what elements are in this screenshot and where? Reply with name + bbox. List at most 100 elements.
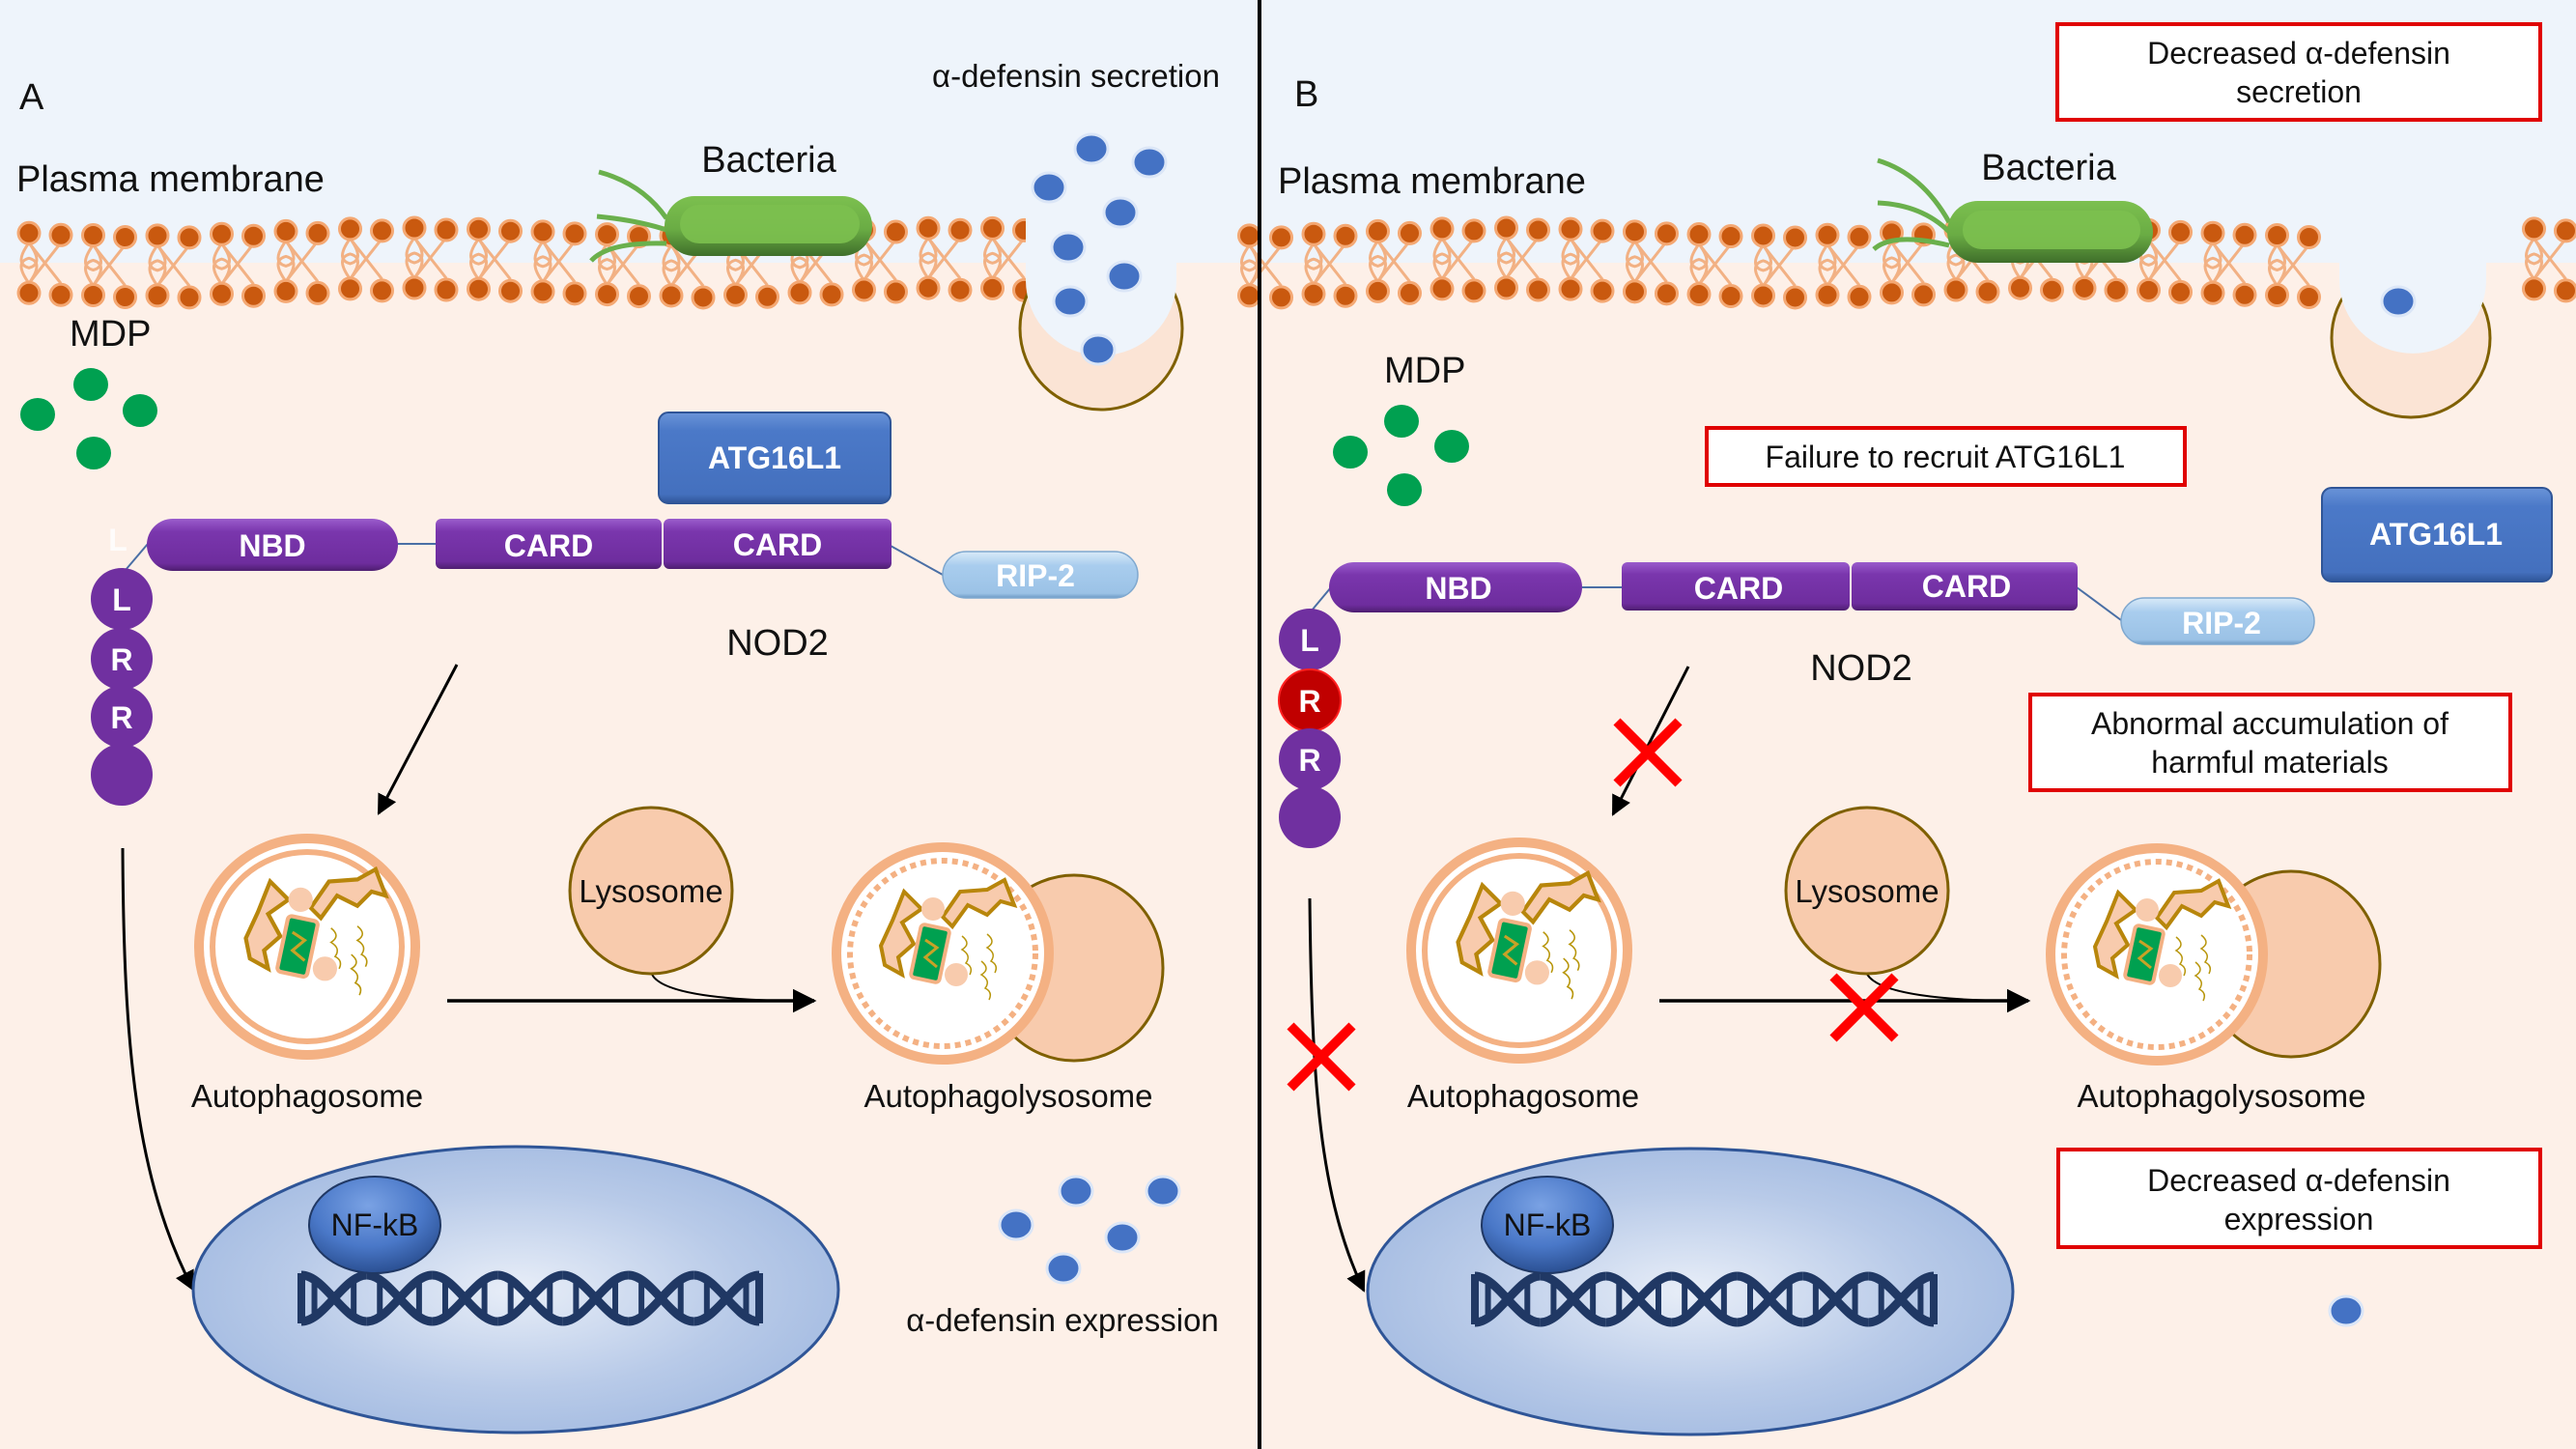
dna-strand — [627, 1270, 695, 1326]
lipid-tail — [2147, 239, 2182, 282]
lipid-head — [2554, 218, 2576, 243]
lipid-head — [1526, 217, 1550, 242]
lipid-head — [819, 282, 844, 307]
dna-strand — [431, 1270, 498, 1326]
card-domain-a1 — [436, 519, 662, 569]
vesicle-particle — [2136, 898, 2159, 922]
rna-strand — [2194, 961, 2206, 1002]
lrr-repeat — [91, 744, 153, 806]
lipid-head — [177, 285, 202, 310]
lipid-head — [530, 279, 555, 304]
lipid-tail — [349, 237, 383, 280]
lipid-head — [562, 221, 587, 246]
lipid-tail — [919, 237, 938, 265]
lipid-head — [1269, 285, 1293, 310]
lipid-head — [595, 282, 619, 307]
lipid-head — [2137, 277, 2161, 302]
linker-b3 — [1311, 586, 1332, 611]
lipid-head — [1398, 280, 1422, 305]
lysosome-a — [568, 806, 734, 976]
mdp-molecule — [73, 368, 108, 401]
lipid-head — [1366, 278, 1390, 303]
lipid-tail — [919, 251, 938, 280]
lipid-tail — [1569, 238, 1604, 281]
lipid-tail — [1369, 240, 1387, 268]
lipid-head — [1237, 223, 1261, 248]
atg16l1-label-b: ATG16L1 — [2369, 517, 2503, 552]
lipid-tail — [863, 239, 897, 281]
lipid-tail — [1762, 244, 1797, 287]
lipid-head — [723, 282, 748, 307]
lipid-head — [1494, 275, 1518, 300]
lipid-head — [467, 216, 491, 242]
lipid-head — [916, 215, 941, 241]
mdp-molecule — [1384, 405, 1419, 438]
lipid-head — [1975, 279, 2000, 304]
lipid-head — [2040, 277, 2064, 302]
lipid-tail — [533, 255, 552, 283]
nfkb-protein — [308, 1176, 441, 1274]
dna-strand — [693, 1270, 760, 1326]
lipid-head — [1686, 282, 1712, 307]
mitochondrion-crista — [1502, 934, 1520, 966]
callout-expression-line2: expression — [2224, 1202, 2374, 1236]
callout-decreased-secretion: Decreased α-defensin secretion — [2055, 22, 2542, 122]
lipid-tail — [1561, 252, 1580, 281]
nbd-domain-b — [1329, 562, 1582, 612]
lipid-head — [2232, 282, 2257, 307]
lipid-tail — [541, 240, 577, 283]
nucleus-b: NF-kB — [1366, 1147, 2015, 1436]
mitochondrion-crista — [290, 930, 308, 962]
panel-a: A Plasma membrane Bacteria α-defensin se… — [16, 58, 1220, 1435]
lipid-tail — [2203, 256, 2222, 285]
lipid-head — [2072, 275, 2097, 300]
lipid-head — [1301, 221, 1326, 246]
autophagosome-label-a: Autophagosome — [191, 1078, 423, 1114]
lipid-head — [1333, 283, 1358, 308]
lipid-head — [755, 284, 779, 309]
dna-strand — [496, 1270, 564, 1326]
lipid-head — [370, 278, 394, 303]
alpha-defensin-dot — [1104, 1221, 1141, 1254]
lipid-head — [1943, 277, 1968, 302]
expressed-defensins-a — [998, 1175, 1181, 1285]
mdp-label-a: MDP — [70, 314, 151, 355]
mdp-molecule — [76, 437, 111, 469]
lipid-tail — [991, 237, 1026, 280]
autophagosome-label-b: Autophagosome — [1407, 1078, 1639, 1114]
autophagolysosome-a — [832, 842, 1165, 1065]
lipid-head — [2297, 224, 2321, 249]
lipid-tail — [92, 243, 127, 287]
card-label-b2: CARD — [1922, 569, 2011, 604]
lipid-head — [1718, 224, 1743, 249]
lipid-tail — [598, 258, 616, 286]
rna-strand — [960, 935, 973, 976]
lipid-head — [1783, 225, 1807, 250]
lipid-head — [852, 277, 876, 302]
lipid-head — [1590, 218, 1615, 243]
mdp-molecules-a — [20, 368, 157, 469]
lipid-head — [177, 225, 202, 250]
lrr-repeat-label: R — [110, 642, 132, 677]
lipid-tail — [19, 242, 39, 270]
lipid-tail — [469, 252, 488, 281]
vesicle-particle — [1500, 891, 1525, 916]
lrr-repeat — [1279, 609, 1341, 670]
lipid-tail — [2211, 242, 2247, 285]
rna-strand — [350, 953, 362, 996]
lipid-head — [1430, 276, 1455, 301]
protein-aggregate — [2092, 889, 2139, 980]
lrr-repeat — [91, 686, 153, 748]
alpha-defensin-dot — [1052, 285, 1089, 318]
alpha-defensin-dot — [1106, 260, 1143, 293]
atg16l1-b — [2321, 487, 2553, 582]
card-label-b1: CARD — [1694, 571, 1783, 606]
bacteria-b — [1872, 157, 2153, 263]
alpha-defensin-dot — [1050, 231, 1087, 264]
lipid-head — [498, 278, 523, 303]
lipid-head — [241, 283, 266, 308]
alpha-defensin-dot — [1073, 132, 1110, 165]
callout-secretion-line2: secretion — [2236, 74, 2362, 109]
lipid-head — [16, 280, 42, 305]
